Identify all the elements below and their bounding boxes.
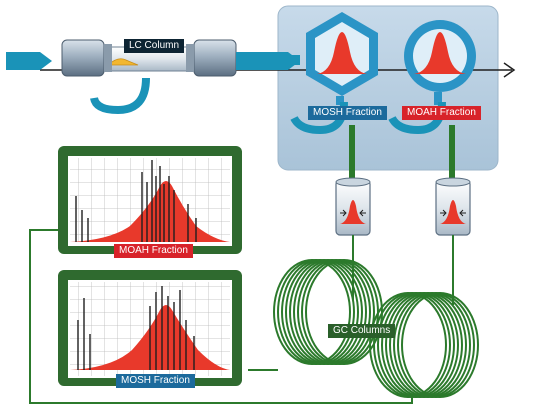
chromatogram-icon bbox=[58, 146, 242, 254]
lc-column-label: LC Column bbox=[124, 39, 185, 53]
mosh-chromatogram-label: MOSH Fraction bbox=[116, 374, 195, 388]
gc-columns-label: GC Columns bbox=[328, 324, 396, 338]
retention-gap-icon bbox=[435, 177, 471, 236]
circle-detector-icon bbox=[388, 20, 476, 135]
moah-outlet-line bbox=[29, 229, 413, 404]
mosh-detector-label: MOSH Fraction bbox=[308, 106, 387, 120]
lc-column-icon bbox=[61, 39, 300, 77]
gc-coil-icon bbox=[369, 292, 479, 398]
moah-chromatogram-label: MOAH Fraction bbox=[114, 244, 193, 258]
lc-waste-hook bbox=[90, 77, 150, 115]
chromatogram-icon bbox=[58, 270, 242, 386]
gc-coil-icon bbox=[273, 259, 383, 365]
inlet-arrow-icon bbox=[6, 52, 52, 70]
retention-gap-icon bbox=[335, 177, 371, 236]
moah-detector-label: MOAH Fraction bbox=[402, 106, 481, 120]
hexagon-detector-icon bbox=[290, 12, 378, 135]
